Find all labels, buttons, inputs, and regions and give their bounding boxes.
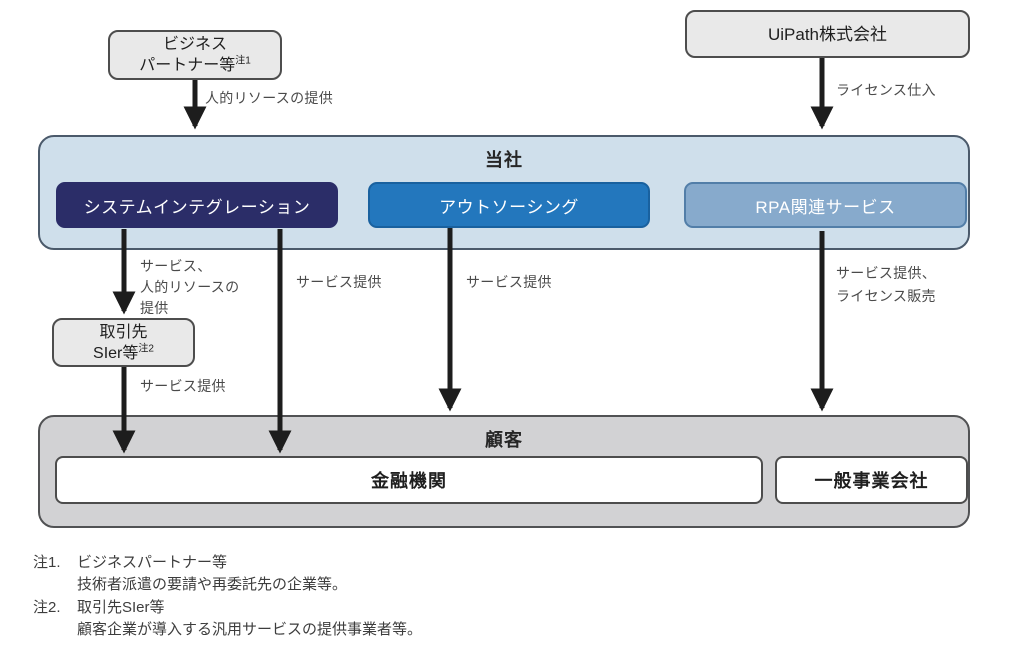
sier-node: 取引先 SIer等注2 bbox=[52, 318, 195, 367]
label-service-hr: サービス、 人的リソースの 提供 bbox=[140, 258, 240, 316]
uipath-label: UiPath株式会社 bbox=[767, 24, 888, 44]
customer-financial-institutions: 金融機関 bbox=[55, 456, 763, 504]
label-service-sier: サービス提供 bbox=[140, 378, 226, 394]
footnote-1: 注1. ビジネスパートナー等 技術者派遣の要請や再委託先の企業等。 bbox=[33, 552, 422, 596]
footnote-1-desc: 技術者派遣の要請や再委託先の企業等。 bbox=[77, 576, 348, 593]
sier-line2: SIer等注2 bbox=[93, 343, 154, 362]
footnote-1-ref: 注1. bbox=[33, 554, 61, 571]
segment-system-integration: システムインテグレーション bbox=[56, 182, 338, 228]
note2-ref-sup: 注2 bbox=[138, 343, 154, 355]
segment-rpa-services: RPA関連サービス bbox=[684, 182, 967, 228]
segment-outsourcing: アウトソーシング bbox=[368, 182, 650, 228]
footnote-2-ref: 注2. bbox=[33, 599, 61, 616]
business-partner-line1: ビジネス bbox=[162, 36, 227, 53]
label-service-rpa: サービス提供、 ライセンス販売 bbox=[836, 265, 937, 304]
company-title: 当社 bbox=[485, 150, 523, 170]
footnote-1-title: ビジネスパートナー等 bbox=[77, 554, 228, 571]
customer-general-companies: 一般事業会社 bbox=[775, 456, 968, 504]
sier-line1: 取引先 bbox=[99, 323, 148, 341]
business-partner-line2: パートナー等注1 bbox=[139, 55, 251, 74]
business-partner-node: ビジネス パートナー等注1 bbox=[108, 30, 282, 80]
footnotes: 注1. ビジネスパートナー等 技術者派遣の要請や再委託先の企業等。 注2. 取引… bbox=[33, 552, 422, 642]
label-service-left: サービス提供 bbox=[296, 274, 382, 290]
footnote-2-title: 取引先SIer等 bbox=[77, 599, 165, 616]
uipath-node: UiPath株式会社 bbox=[685, 10, 970, 58]
footnote-2-desc: 顧客企業が導入する汎用サービスの提供事業者等。 bbox=[77, 621, 423, 638]
customer-title: 顧客 bbox=[485, 430, 523, 450]
label-license-purchase: ライセンス仕入 bbox=[836, 82, 936, 98]
label-hr-provision: 人的リソースの提供 bbox=[205, 90, 333, 106]
footnote-2: 注2. 取引先SIer等 顧客企業が導入する汎用サービスの提供事業者等。 bbox=[33, 597, 422, 641]
label-service-mid: サービス提供 bbox=[466, 274, 552, 290]
note1-ref-sup: 注1 bbox=[235, 55, 251, 67]
